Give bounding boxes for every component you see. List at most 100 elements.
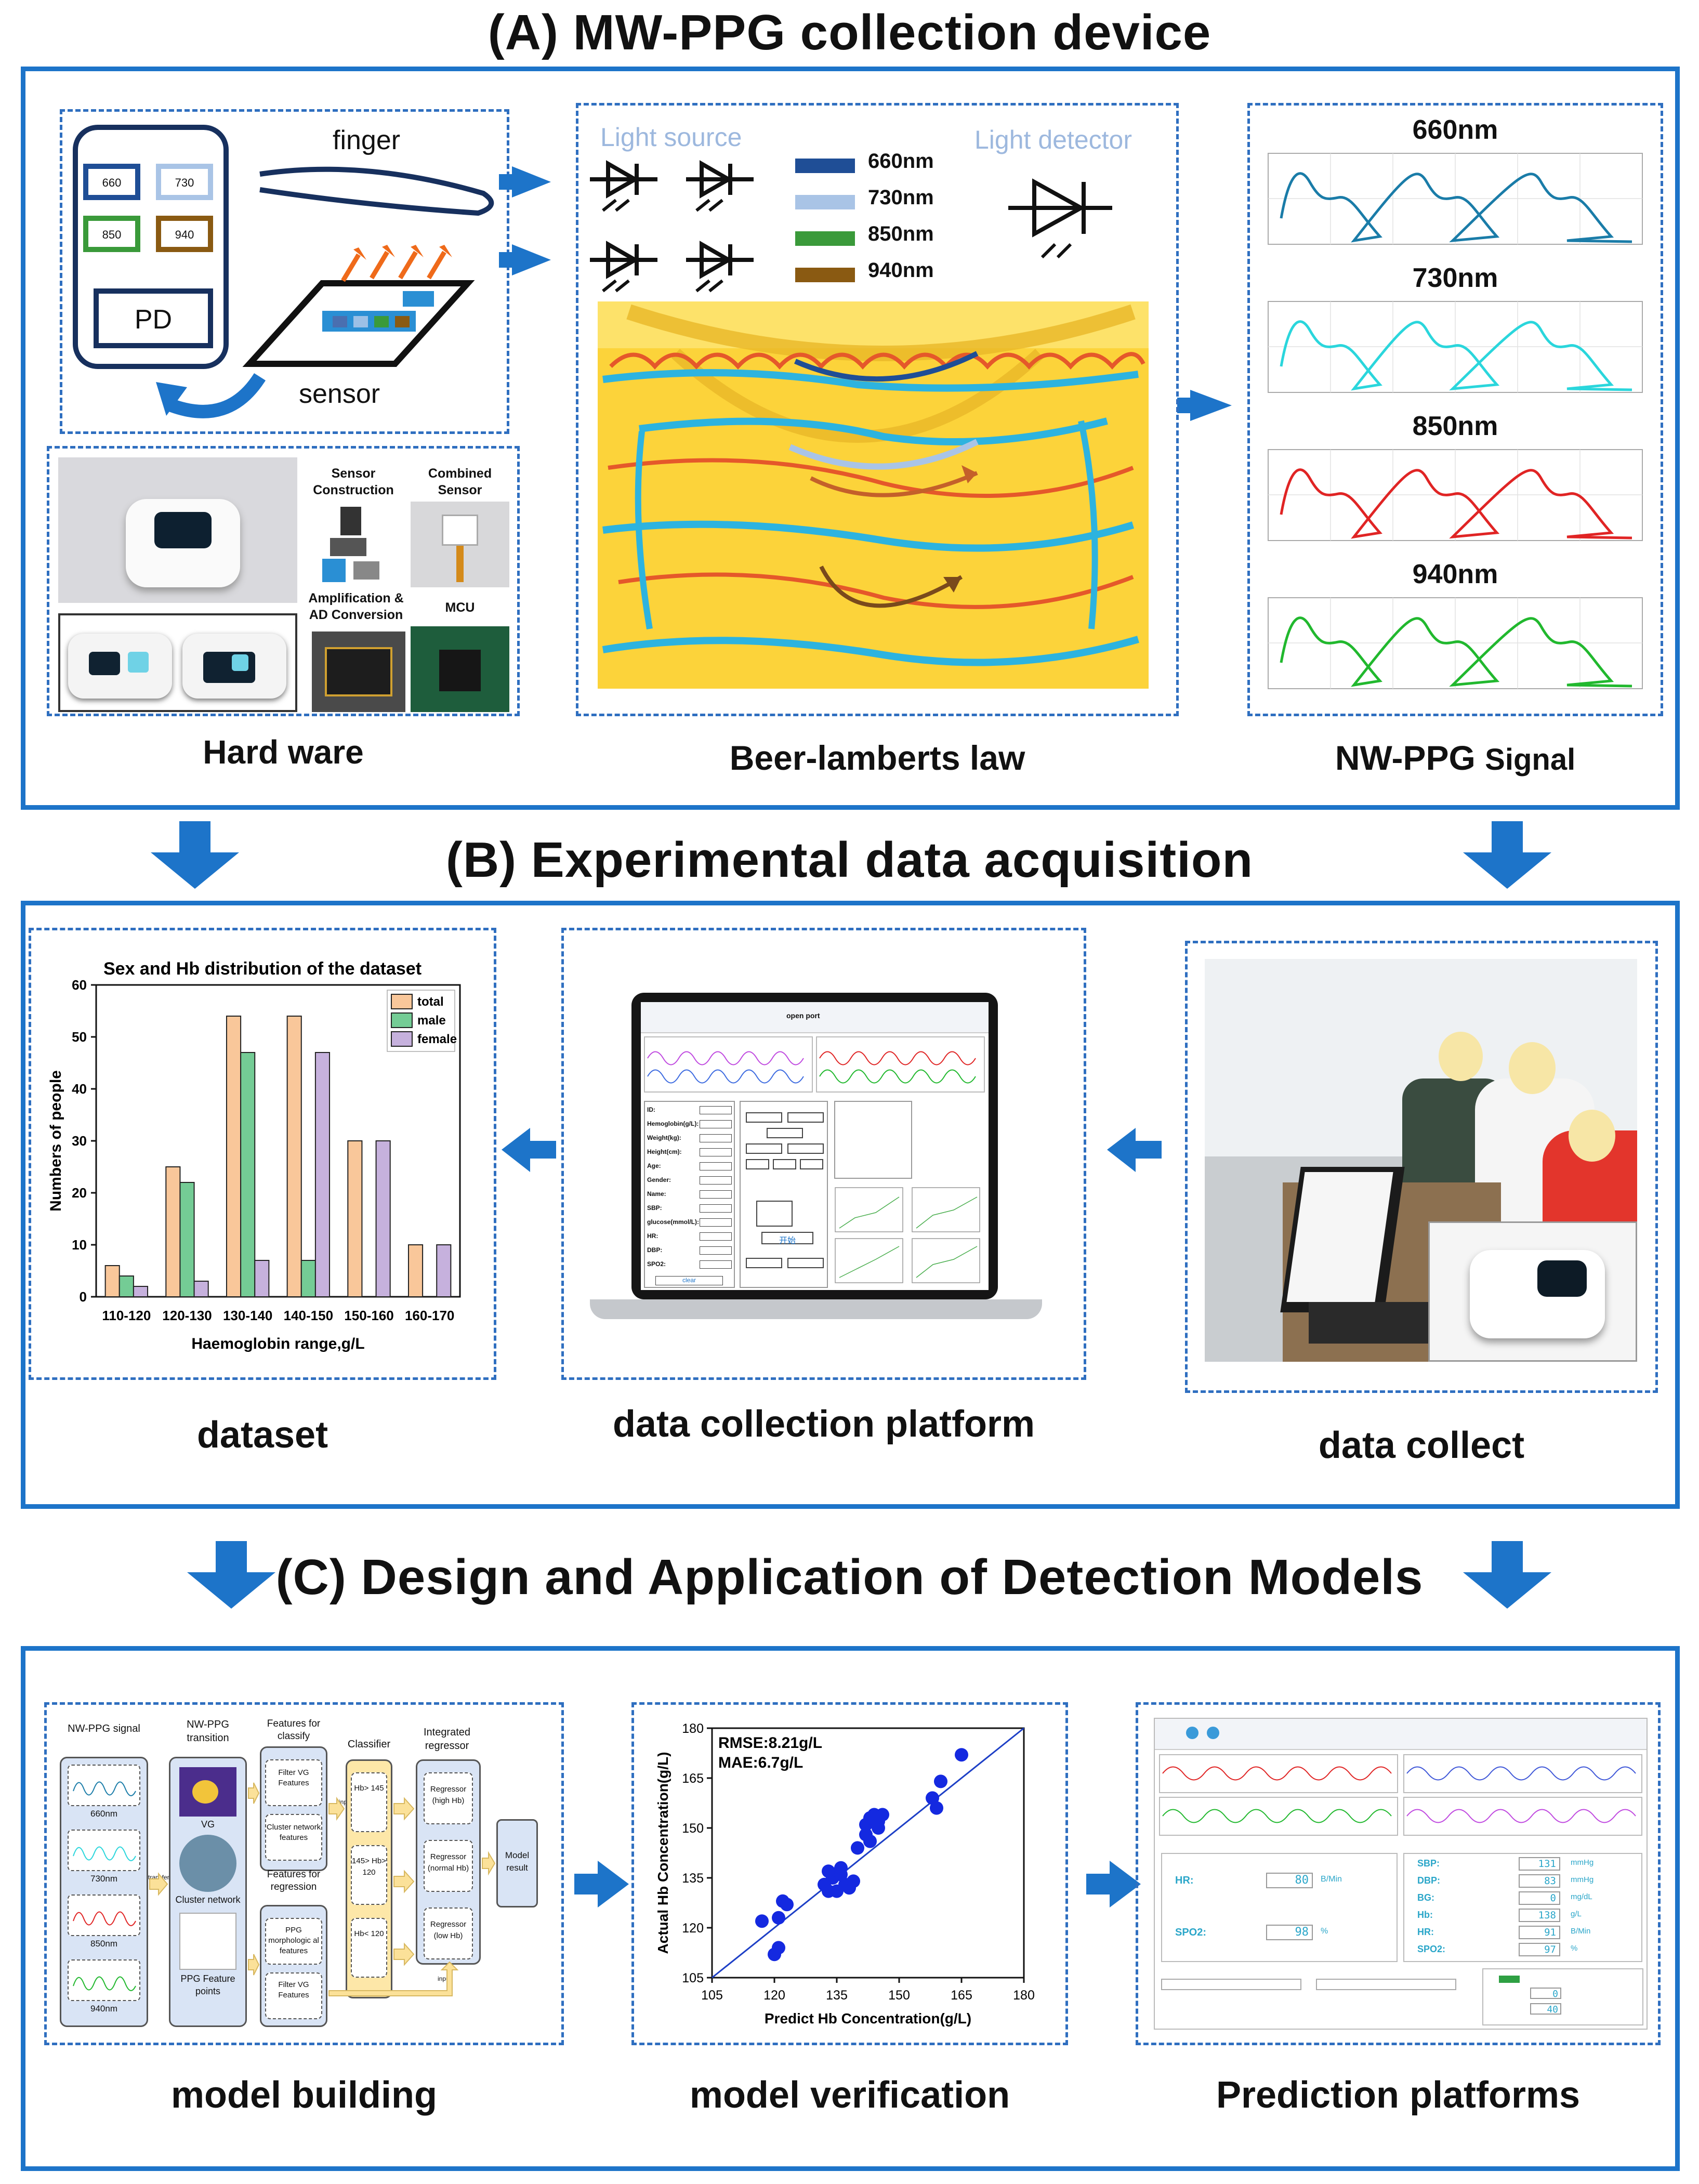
scatter-point-25 [876, 1808, 889, 1822]
pred-right-label-5: SPO2: [1417, 1944, 1446, 1954]
bar-x-tick-label: 130-140 [223, 1308, 272, 1323]
platform-field-input[interactable] [700, 1190, 732, 1199]
pred-left-value-1: 98 [1266, 1925, 1313, 1940]
flow-signal-label-0: 660nm [90, 1809, 117, 1819]
pred-right-unit-3: g/L [1571, 1910, 1582, 1918]
bar-total-160-170 [407, 1244, 424, 1297]
platform-toolbar: open port [641, 1002, 989, 1033]
pred-right-label-2: BG: [1417, 1892, 1434, 1903]
platform-field-label: Weight(kg): [647, 1134, 681, 1141]
signal-panel [1247, 103, 1663, 716]
scatter-y-tick-label: 120 [682, 1921, 704, 1936]
platform-field-input[interactable] [700, 1120, 732, 1128]
hb-distribution-bar-chart: Sex and Hb distribution of the dataset01… [47, 959, 461, 1352]
flow-cluster-label: Cluster network [175, 1894, 241, 1905]
platform-field-input[interactable] [700, 1134, 732, 1142]
flow-ppg-points-label: PPG Feature points [180, 1974, 235, 1996]
data-collect-panel [1185, 941, 1658, 1393]
pred-wave-1 [1159, 1754, 1398, 1793]
flow-classifier-item-label-1: 145> Hb> 120 [352, 1857, 386, 1877]
wavelength-legend-940: 940nm [868, 259, 934, 282]
flow-classifier-item-label-0: Hb> 145 [354, 1784, 384, 1793]
scatter-y-tick-label: 150 [682, 1821, 704, 1836]
device-outline [73, 125, 229, 369]
pred-right-label-4: HR: [1417, 1927, 1434, 1937]
device-photos-row [58, 613, 297, 712]
pred-right-unit-4: B/Min [1571, 1927, 1591, 1936]
bar-y-tick-label: 50 [72, 1029, 87, 1045]
platform-field-input[interactable] [700, 1176, 732, 1185]
caption-beer-lambert: Beer-lamberts law [729, 739, 1025, 777]
sensor-label: sensor [299, 379, 380, 409]
pred-right-label-1: DBP: [1417, 1875, 1440, 1886]
flow-regression-feature-label-1: Filter VG Features [278, 1980, 309, 1999]
sensor-schematic-lines [156, 166, 1232, 421]
dataset-panel [29, 928, 496, 1380]
bar-male-110-120 [118, 1275, 134, 1297]
pred-action-button-1[interactable] [1161, 1979, 1301, 1990]
pred-left-value-0: 80 [1266, 1873, 1313, 1888]
scatter-identity-line [712, 1727, 1024, 1979]
platform-field-label: Age: [647, 1162, 661, 1169]
flow-classifier-title: Classifier [347, 1739, 391, 1750]
flow-classifier-item-0: Hb> 145 [351, 1772, 387, 1832]
platform-field-label: Name: [647, 1190, 666, 1198]
platform-field-input[interactable] [700, 1148, 732, 1156]
platform-field-input[interactable] [700, 1218, 732, 1227]
platform-panel [561, 928, 1086, 1380]
pred-action-button-2[interactable] [1316, 1979, 1456, 1990]
pred-right-unit-0: mmHg [1571, 1858, 1594, 1867]
flow-classifier-item-2: Hb< 120 [351, 1918, 387, 1978]
platform-field-input[interactable] [700, 1204, 732, 1213]
hardware-panel [47, 446, 520, 716]
platform-mini-charts [834, 1187, 985, 1285]
scatter-x-tick-label: 150 [888, 1988, 910, 2003]
flow-signal-box-1 [68, 1830, 140, 1871]
platform-field-input[interactable] [700, 1162, 732, 1170]
platform-field-input[interactable] [700, 1260, 732, 1269]
scatter-x-tick-label: 135 [826, 1988, 848, 2003]
section-a-title: (A) MW-PPG collection device [488, 5, 1211, 60]
platform-field-input[interactable] [700, 1232, 732, 1241]
bar-female-130-140 [254, 1260, 270, 1297]
scatter-y-tick-label: 135 [682, 1871, 704, 1886]
platform-field-label: Height(cm): [647, 1148, 682, 1155]
platform-clear-button[interactable]: clear [655, 1276, 723, 1285]
mcu-label: MCU [445, 600, 475, 615]
flow-features-regression-title: Features for regression [267, 1869, 321, 1892]
platform-field-label: glucose(mmol/L): [647, 1218, 700, 1226]
led-box-940: 940 [156, 216, 213, 252]
flow-integrated-title: Integrated regressor [423, 1727, 471, 1752]
pred-right-label-3: Hb: [1417, 1910, 1433, 1920]
signal-wave-3 [1280, 616, 1632, 688]
platform-field-input[interactable] [700, 1246, 732, 1255]
signal-wave-2 [1280, 468, 1632, 540]
laptop-screen: open port ID:Hemoglobin(g/L):Weight(kg):… [641, 1002, 989, 1290]
model-verification-panel [631, 1702, 1068, 2045]
flow-features-classify-title: Features for classify [267, 1718, 321, 1742]
pred-right-value-1: 83 [1519, 1874, 1560, 1888]
pred-right-value-0: 131 [1519, 1857, 1560, 1871]
flow-model-result-box: Model result [496, 1819, 538, 1907]
wavelength-legend-850: 850nm [868, 222, 934, 245]
signal-label-3: 940nm [1412, 559, 1498, 589]
scatter-annotation-0: RMSE:8.21g/L [718, 1734, 822, 1752]
caption-model-verification: model verification [689, 2074, 1010, 2116]
platform-start-button[interactable]: 开始 [761, 1232, 813, 1245]
platform-control-panel: 开始 [740, 1101, 828, 1288]
beer-lambert-panel [576, 103, 1179, 716]
flow-regressor-item-label-0: Regressor (high Hb) [430, 1785, 467, 1805]
pred-wave-2 [1403, 1754, 1642, 1793]
platform-signal-plot-1 [644, 1036, 813, 1093]
platform-field-label: ID: [647, 1106, 655, 1113]
pred-left-label-1: SPO2: [1175, 1927, 1207, 1938]
bar-male-140-150 [300, 1260, 316, 1297]
light-detector-label: Light detector [974, 125, 1132, 154]
platform-field-input[interactable] [700, 1106, 732, 1114]
flow-regression-feature-1: Filter VG Features [265, 1972, 322, 2019]
flow-classify-feature-label-1: Cluster network features [266, 1823, 321, 1842]
flow-signal-box-2 [68, 1894, 140, 1936]
